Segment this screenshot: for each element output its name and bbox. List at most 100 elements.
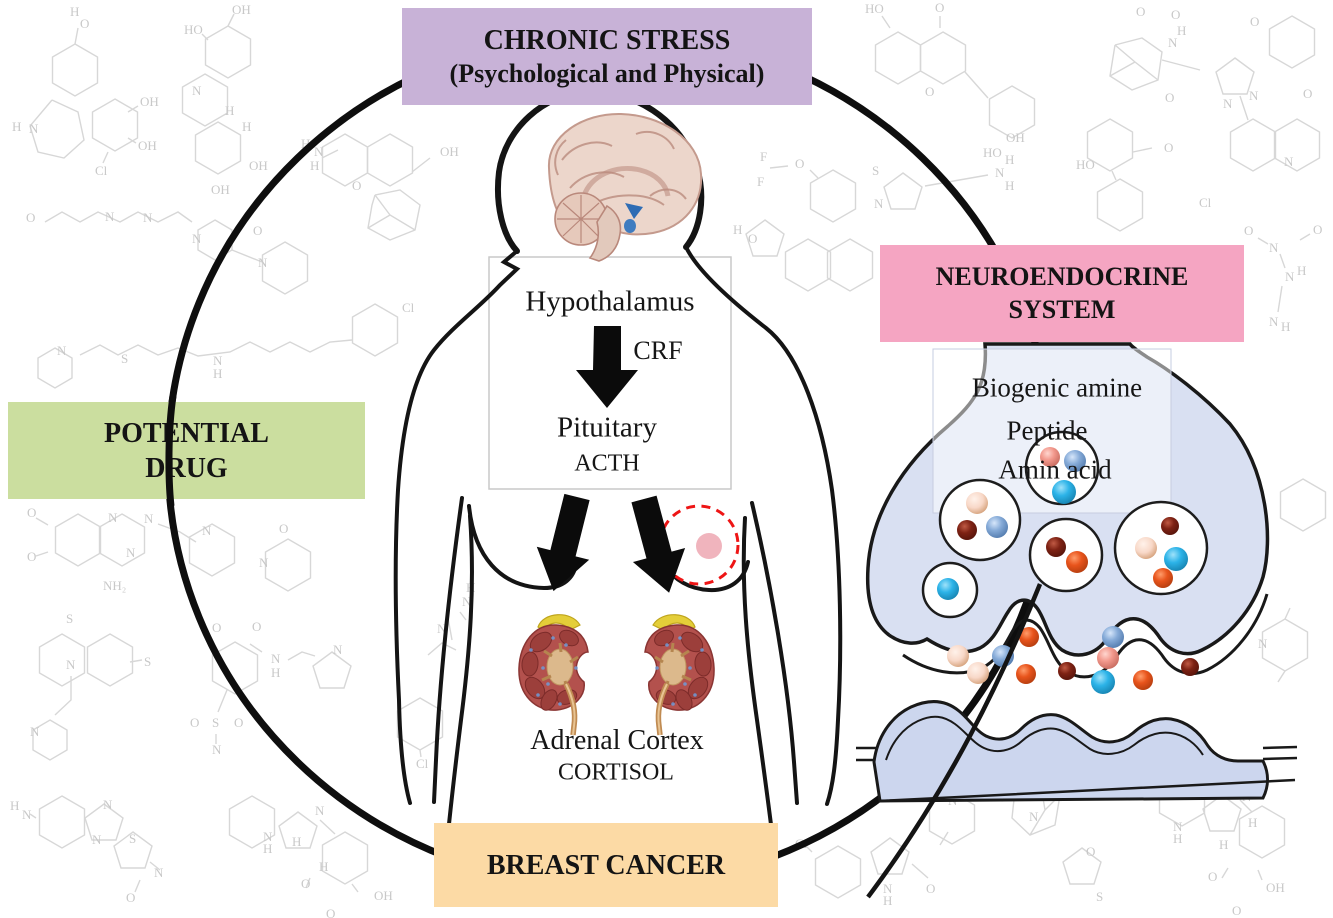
svg-text:N: N: [437, 621, 447, 636]
svg-text:O: O: [27, 549, 36, 564]
svg-text:O: O: [234, 715, 243, 730]
svg-text:Cl: Cl: [95, 163, 108, 178]
chem-structure-thiourea-chain: NS NH Cl: [37, 300, 415, 389]
svg-text:H: H: [271, 665, 280, 680]
svg-text:O: O: [1165, 90, 1174, 105]
amin-acid-label: Amin acid: [998, 454, 1112, 485]
svg-text:O: O: [1164, 140, 1173, 155]
right-torso-hip: [741, 516, 778, 868]
svg-text:O: O: [748, 231, 757, 246]
svg-text:H: H: [1177, 23, 1186, 38]
svg-text:N: N: [263, 829, 273, 844]
svg-text:H: H: [883, 893, 892, 908]
svg-text:OH: OH: [232, 2, 251, 17]
svg-text:N: N: [57, 343, 67, 358]
svg-text:H: H: [1248, 815, 1257, 830]
membrane-edge-lines: [856, 745, 1298, 803]
svg-text:OH: OH: [1006, 130, 1025, 145]
svg-text:O: O: [1244, 223, 1253, 238]
svg-text:S: S: [212, 715, 219, 730]
breast-tumor-marker: [658, 504, 740, 586]
svg-text:N: N: [192, 231, 202, 246]
svg-text:H: H: [733, 222, 742, 237]
pituitary-label: Pituitary: [557, 411, 657, 444]
svg-text:S: S: [144, 654, 151, 669]
potential-drug-title-line2: DRUG: [145, 452, 228, 484]
svg-text:F: F: [760, 149, 767, 164]
chem-structure-phenothiazine: SN SN: [30, 611, 151, 761]
postsynaptic-inner-line: [885, 715, 1204, 761]
svg-text:S: S: [66, 611, 73, 626]
neuroendocrine-title-line2: SYSTEM: [1008, 294, 1116, 324]
svg-text:O: O: [1136, 4, 1145, 19]
calyces: [541, 642, 579, 691]
svg-text:H: H: [242, 119, 251, 134]
svg-text:H: H: [1297, 263, 1306, 278]
tumor-dot: [696, 533, 722, 559]
svg-text:H: H: [263, 841, 272, 856]
svg-text:N: N: [995, 165, 1005, 180]
svg-text:N: N: [202, 523, 212, 538]
left-torso-hip: [443, 514, 474, 868]
crf-arrow: [576, 326, 638, 408]
svg-text:H: H: [1005, 178, 1014, 193]
svg-text:O: O: [80, 16, 89, 31]
svg-text:N: N: [1269, 314, 1279, 329]
breast-cancer-title: BREAST CANCER: [486, 849, 726, 881]
svg-text:N: N: [66, 657, 76, 672]
svg-text:N: N: [874, 196, 884, 211]
svg-text:O: O: [190, 715, 199, 730]
svg-text:N: N: [258, 255, 268, 270]
chem-structure-far-right: N: [1258, 478, 1327, 683]
svg-text:N: N: [154, 865, 164, 880]
cerebellum-folia: [557, 195, 605, 243]
svg-text:OH: OH: [211, 182, 230, 197]
svg-text:N: N: [92, 832, 102, 847]
svg-text:O: O: [1303, 86, 1312, 101]
chronic-stress-title: CHRONIC STRESS: [483, 24, 731, 56]
chronic-stress-box: CHRONIC STRESS (Psychological and Physic…: [402, 8, 812, 105]
svg-text:N: N: [108, 510, 118, 525]
svg-text:OH: OH: [440, 144, 459, 159]
svg-text:OH: OH: [1266, 880, 1285, 895]
left-breast-curve: [467, 504, 578, 591]
svg-text:H: H: [292, 834, 301, 849]
svg-text:HO: HO: [184, 22, 203, 37]
svg-text:S: S: [129, 831, 136, 846]
svg-text:N: N: [22, 807, 32, 822]
svg-text:N: N: [271, 651, 281, 666]
synapse-illustration: [856, 342, 1298, 899]
kidney-left-with-adrenal: [518, 614, 589, 736]
svg-text:O: O: [301, 876, 310, 891]
svg-text:H: H: [225, 103, 234, 118]
svg-text:H: H: [70, 4, 79, 19]
svg-text:N: N: [1249, 88, 1259, 103]
chem-structure-anisole-cyclohexanol: HO O: [1076, 118, 1173, 232]
vesicle-neurotransmitter-dots: [937, 447, 1188, 600]
svg-text:O: O: [1250, 14, 1259, 29]
acth-arrow-left: [536, 493, 590, 592]
svg-text:N: N: [143, 210, 153, 225]
svg-text:S: S: [1096, 889, 1103, 904]
svg-text:O: O: [1313, 222, 1322, 237]
svg-text:O: O: [926, 881, 935, 896]
chem-structure-chlorophenyl: Cl: [396, 697, 444, 771]
svg-text:Cl: Cl: [1199, 195, 1212, 210]
svg-text:HO: HO: [1076, 157, 1095, 172]
svg-text:Cl: Cl: [416, 756, 429, 771]
kidney-speckles: [529, 636, 578, 706]
gyri-lines: [554, 130, 687, 207]
kidney-right-with-adrenal: [645, 615, 714, 735]
svg-text:S: S: [121, 351, 128, 366]
svg-text:O: O: [935, 0, 944, 15]
svg-text:N: N: [103, 797, 113, 812]
svg-text:O: O: [1086, 844, 1095, 859]
svg-text:Cl: Cl: [402, 300, 415, 315]
svg-text:N: N: [314, 144, 324, 159]
